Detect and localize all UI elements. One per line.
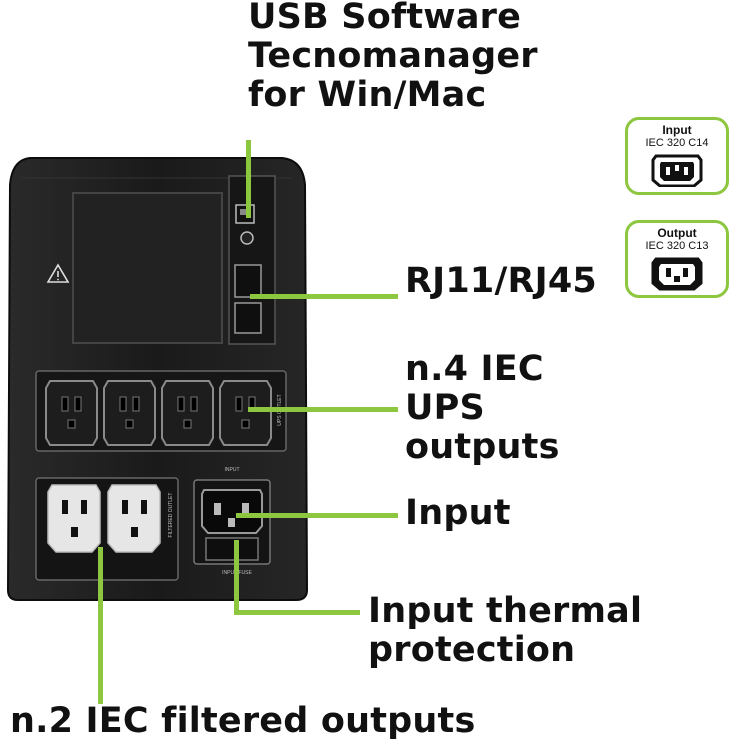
iec-output-spec: IEC 320 C13	[645, 240, 709, 252]
usb-label-line-1: USB Software	[248, 0, 522, 37]
c13-connector-icon	[651, 257, 703, 291]
filtered-callout-vertical	[98, 547, 103, 704]
ground-screw	[240, 231, 254, 245]
ups-outputs-line-1: n.4 IEC	[405, 349, 544, 389]
iec-output-title: Output	[657, 226, 697, 240]
ups-callout-horizontal	[248, 407, 398, 412]
input-fuse	[205, 537, 259, 561]
input-socket	[201, 489, 263, 534]
usb-label: USB Software Tecnomanager for Win/Mac	[248, 0, 538, 116]
iec-input-spec: IEC 320 C14	[645, 137, 709, 149]
usb-label-line-3: for Win/Mac	[248, 75, 487, 116]
usb-callout-vertical	[246, 140, 251, 218]
filtered-outlet-1	[47, 484, 101, 553]
rj-callout-horizontal	[250, 294, 398, 299]
ups-outputs-line-3: outputs	[405, 427, 560, 468]
c14-connector-icon	[651, 154, 703, 187]
thermal-callout-horizontal	[234, 610, 360, 615]
ups-outputs-label: n.4 IEC UPS outputs	[405, 349, 560, 468]
iec-input-title: Input	[662, 123, 692, 137]
panel-window	[72, 192, 223, 344]
filtered-outputs-label: n.2 IEC filtered outputs	[10, 701, 476, 741]
iec-input-card: Input IEC 320 C14	[625, 117, 729, 195]
usb-label-line-2: Tecnomanager	[248, 36, 538, 77]
input-label: Input	[405, 493, 511, 533]
ups-outputs-line-2: UPS	[405, 388, 485, 429]
input-print: INPUT	[225, 467, 240, 473]
iec-output-card: Output IEC 320 C13	[625, 220, 729, 298]
thermal-label-line-2: protection	[368, 630, 576, 671]
thermal-label-line-1: Input thermal	[368, 591, 643, 631]
rj-label: RJ11/RJ45	[405, 261, 597, 301]
ups-outlet-1	[45, 380, 98, 446]
input-callout-horizontal	[236, 513, 398, 518]
filtered-outlet-2	[107, 484, 161, 553]
rj-port-bottom	[234, 302, 262, 334]
ups-outlet-3	[161, 380, 214, 446]
ups-outlet-2	[103, 380, 156, 446]
rj-port-top	[234, 264, 262, 298]
thermal-callout-vertical	[234, 540, 239, 615]
ups-outlet-4	[219, 380, 272, 446]
thermal-label: Input thermal protection	[368, 591, 643, 671]
filtered-outlet-print: FILTERED OUTLET	[168, 493, 174, 538]
warning-icon	[46, 263, 70, 283]
